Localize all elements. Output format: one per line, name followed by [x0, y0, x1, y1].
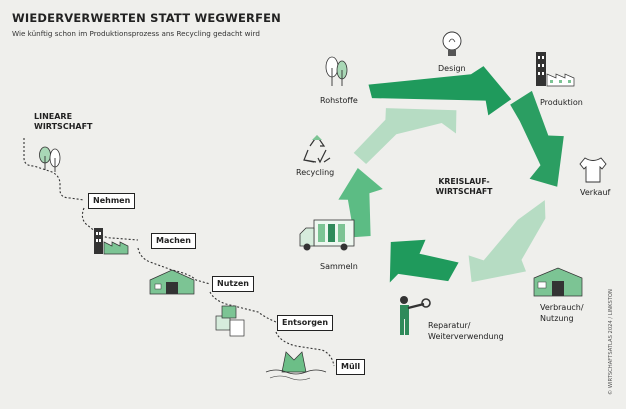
label-sammeln: Sammeln [320, 262, 358, 271]
label-reparatur-line2: Weiterverwendung [428, 332, 504, 341]
truck-icon [299, 219, 355, 251]
circular-cycle [338, 66, 564, 283]
landfill-icon [265, 351, 327, 381]
circular-economy-title: KREISLAUF- WIRTSCHAFT [418, 177, 510, 197]
label-reparatur-line1: Reparatur/ [428, 321, 471, 330]
linear-title-line1: LINEARE [34, 112, 73, 121]
center-line2: WIRTSCHAFT [435, 187, 493, 196]
factory-icon [94, 228, 129, 255]
label-verbrauch: Verbrauch/ Nutzung [540, 302, 584, 324]
cycle-arrow-right [510, 90, 564, 187]
step-nutzen: Nutzen [212, 276, 254, 292]
label-recycling: Recycling [296, 168, 335, 177]
tree-icon [39, 146, 61, 172]
page-subtitle: Wie künftig schon im Produktionsprozess … [12, 29, 260, 38]
factory-production-icon [536, 52, 575, 87]
center-line1: KREISLAUF- [438, 177, 490, 186]
label-produktion: Produktion [540, 98, 583, 107]
step-muell: Müll [336, 359, 366, 375]
tree-raw-materials-icon [325, 56, 348, 86]
linear-title-line2: WIRTSCHAFT [34, 122, 93, 131]
linear-path [23, 138, 335, 367]
step-nehmen: Nehmen [88, 193, 136, 209]
tshirt-icon [579, 157, 607, 183]
warehouse-consumption-icon [533, 267, 583, 297]
label-verbrauch-line2: Nutzung [540, 314, 574, 323]
label-verbrauch-line1: Verbrauch/ [540, 303, 584, 312]
recycling-icon [303, 135, 331, 164]
cycle-arrow-bottom [389, 239, 459, 283]
linear-economy-title: LINEARE WIRTSCHAFT [34, 112, 104, 132]
repair-person-icon [400, 296, 431, 335]
warehouse-icon [149, 269, 195, 295]
cycle-arrow-top-left [353, 108, 457, 164]
step-machen: Machen [151, 233, 196, 249]
step-entsorgen: Entsorgen [277, 315, 334, 331]
label-rohstoffe: Rohstoffe [320, 96, 358, 105]
cycle-arrow-top-right [368, 66, 512, 116]
credit: © WIRTSCHAFTSATLAS 2024 / LINKSTON [608, 289, 614, 395]
cycle-arrow-left [338, 168, 383, 238]
boxes-icon [215, 305, 245, 337]
label-design: Design [438, 64, 466, 73]
label-verkauf: Verkauf [580, 188, 611, 197]
page-title: WIEDERVERWERTEN STATT WEGWERFEN [12, 11, 282, 25]
cycle-arrow-bottom-right [468, 200, 546, 283]
light-bulb-icon [442, 31, 462, 56]
label-reparatur: Reparatur/ Weiterverwendung [428, 320, 504, 342]
